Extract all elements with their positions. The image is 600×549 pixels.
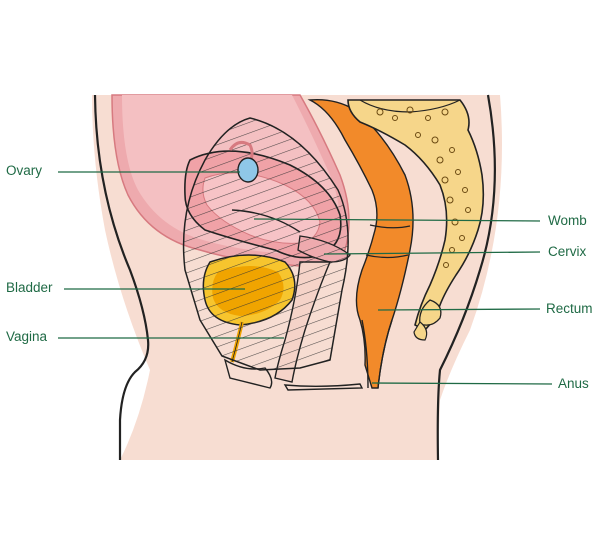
ovary-shape <box>237 157 259 183</box>
label-ovary: Ovary <box>6 163 43 178</box>
coccyx-tip <box>413 321 428 341</box>
anal-canal-right <box>377 319 393 389</box>
label-rectum: Rectum <box>546 301 593 316</box>
bone-texture <box>376 106 471 268</box>
label-anus: Anus <box>558 376 589 391</box>
anal-canal-left <box>361 319 369 389</box>
coccyx <box>419 299 442 326</box>
label-womb: Womb <box>548 213 587 228</box>
pelvic-hatch-outline <box>182 117 349 371</box>
leader-cervix <box>323 251 541 255</box>
label-vagina: Vagina <box>6 329 48 344</box>
body-outline-left <box>93 94 150 460</box>
lumbar-vertebra <box>359 99 461 113</box>
leader-anus <box>371 382 553 385</box>
leader-lines <box>58 171 553 385</box>
rectum-fold-2 <box>365 254 409 259</box>
leader-rectum <box>377 308 541 311</box>
label-cervix: Cervix <box>548 244 587 259</box>
rectum-fold-1 <box>369 224 411 229</box>
rectum-shape <box>307 99 414 389</box>
leader-womb <box>253 218 541 222</box>
body-outline-right <box>436 94 496 461</box>
label-bladder: Bladder <box>6 280 53 295</box>
perineal-body <box>283 383 364 391</box>
